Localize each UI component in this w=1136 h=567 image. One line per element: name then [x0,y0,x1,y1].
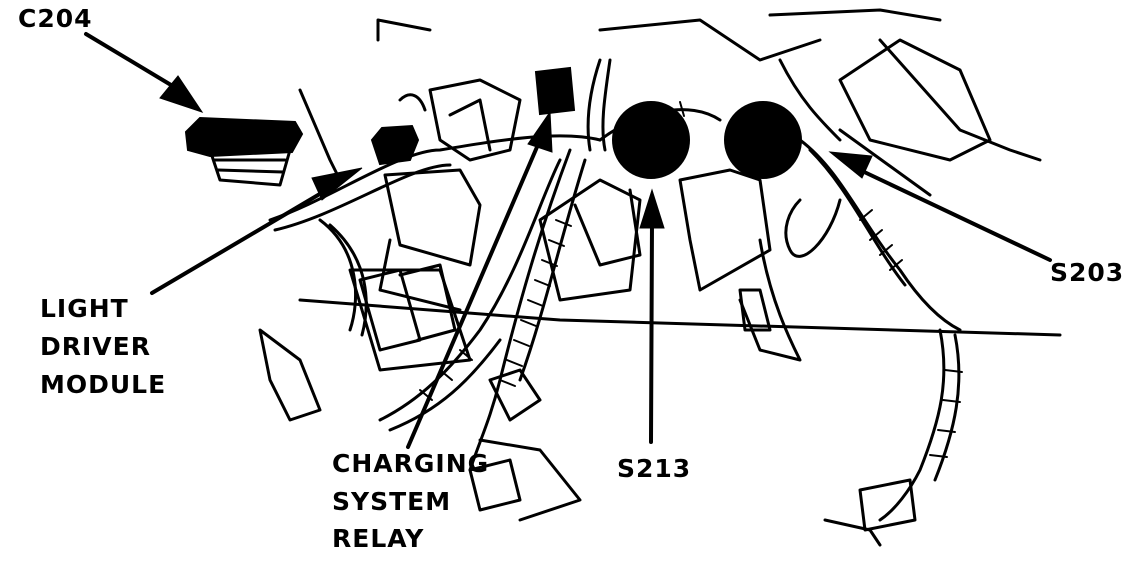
body-panel-lines [258,8,1062,422]
light-driver-module-leader-line [150,183,337,295]
light-driver-module-label-line-3: MODULE [40,370,167,399]
splice-s203-marker [724,101,802,179]
s203-arrowhead [828,151,873,179]
s213-arrowhead [639,188,665,229]
s213-label: S213 [617,454,692,483]
charging-system-relay-label-line-2: SYSTEM [332,487,452,516]
c204-arrowhead [159,75,204,113]
light-driver-module-label-line-1: LIGHT [40,294,129,323]
charging-system-relay-arrowhead [527,110,553,153]
c204-connector-body [184,116,304,158]
splice-s213-marker [612,101,690,179]
s213-leader-line [649,220,654,444]
module-housings [348,38,992,372]
charging-system-relay-connector [534,66,576,116]
s203-leader-line [858,168,1052,262]
light-driver-module-arrowhead [311,167,363,201]
c204-leader-line [84,32,178,90]
connectors [208,93,917,547]
light-driver-module-connector [370,124,420,166]
light-driver-module-label-line-2: DRIVER [40,332,151,361]
charging-system-relay-label-line-1: CHARGING [332,449,490,478]
charging-system-relay-leader-line [406,138,542,449]
charging-system-relay-label-line-3: RELAY [332,524,425,553]
c204-label: C204 [18,4,93,33]
s203-label: S203 [1050,258,1125,287]
